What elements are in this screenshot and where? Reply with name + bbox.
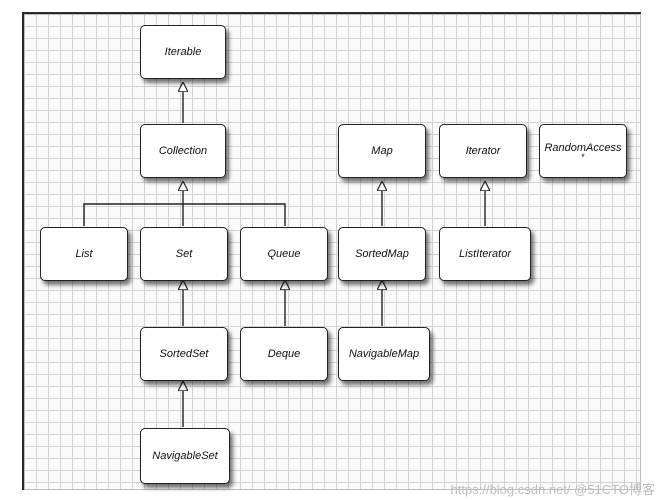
node-iterable: Iterable: [140, 25, 226, 79]
node-label: SortedSet: [159, 348, 209, 360]
node-list: List: [40, 227, 128, 281]
link-list-branch: [83, 203, 183, 226]
node-label: ListIterator: [459, 248, 511, 260]
node-map: Map: [338, 124, 426, 178]
node-navigable-set: NavigableSet: [140, 428, 230, 484]
node-label: RandomAccess: [544, 142, 622, 154]
node-label: Map: [371, 145, 393, 157]
node-collection: Collection: [140, 124, 226, 178]
node-label: NavigableSet: [152, 450, 218, 462]
node-iterator: Iterator: [439, 124, 527, 178]
node-set: Set: [140, 227, 228, 281]
node-label: SortedMap: [355, 248, 409, 260]
node-label: NavigableMap: [348, 348, 420, 360]
node-sorted-set: SortedSet: [140, 327, 228, 381]
node-label: Iterator: [465, 145, 501, 157]
grid-background: [22, 12, 641, 490]
node-list-iterator: ListIterator: [439, 227, 531, 281]
node-label: Iterable: [164, 46, 202, 58]
node-mark: *: [581, 152, 585, 162]
node-random-access: RandomAccess *: [539, 124, 627, 178]
watermark: https://blog.csdn.net/ @51CTO博客: [450, 482, 655, 497]
node-label: Deque: [267, 348, 301, 360]
node-label: Collection: [158, 145, 208, 157]
node-label: List: [75, 248, 93, 260]
node-sorted-map: SortedMap: [338, 227, 426, 281]
node-deque: Deque: [240, 327, 328, 381]
link-queue-branch: [183, 203, 286, 226]
node-label: Set: [175, 248, 193, 260]
node-queue: Queue: [240, 227, 328, 281]
node-label: Queue: [267, 248, 301, 260]
node-navigable-map: NavigableMap: [338, 327, 430, 381]
